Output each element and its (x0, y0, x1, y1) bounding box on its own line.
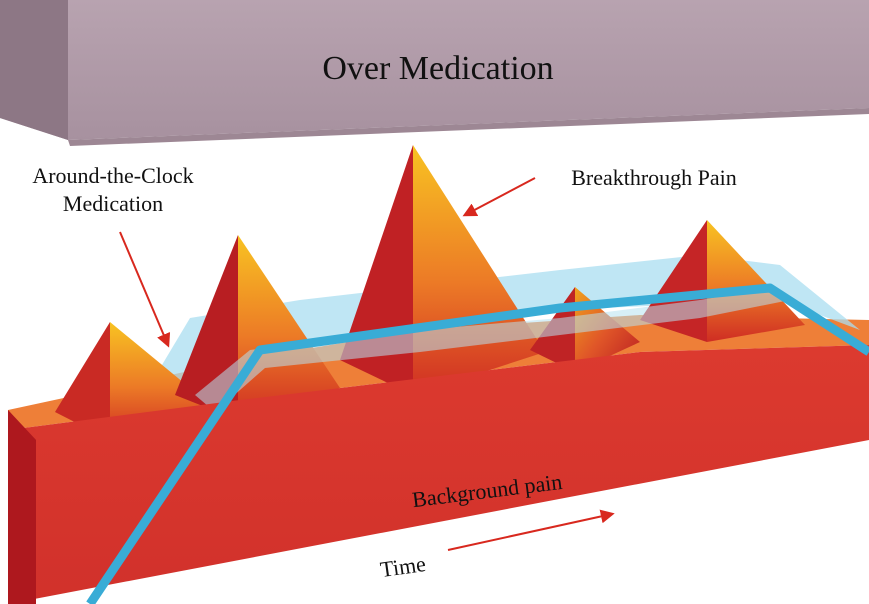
time-arrow (447, 509, 615, 551)
breakthrough-pain-label: Breakthrough Pain (571, 165, 737, 190)
over-medication-band (0, 0, 869, 146)
around-the-clock-label-line1: Around-the-Clock (32, 163, 193, 188)
over-medication-label: Over Medication (322, 50, 553, 87)
time-label: Time (379, 551, 428, 582)
medication-overlay (195, 288, 790, 412)
medication-line (86, 283, 869, 604)
peak-3 (340, 145, 545, 395)
around-the-clock-arrow (119, 231, 171, 348)
around-the-clock-label-line2: Medication (63, 191, 163, 216)
breakthrough-pain-arrow (462, 177, 536, 217)
